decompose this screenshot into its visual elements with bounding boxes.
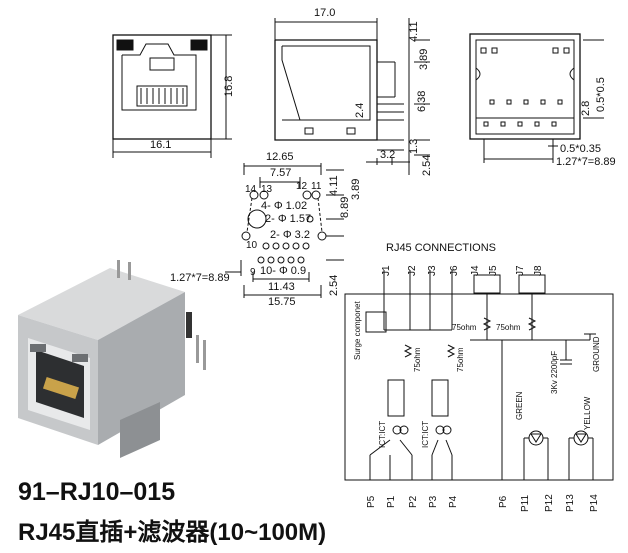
footprint-right-dim-2: 8.89 [339,197,351,218]
ground-label: GROUND [592,336,601,372]
pin-label-p3: P3 [428,495,439,508]
footprint-pin-10: 10 [246,240,258,251]
jack-labels: J1 J2 J3 J6 J4 J5 J7 J8 [381,265,544,276]
led-label-green: GREEN [515,391,524,420]
footprint-top-dim-2: 7.57 [270,167,291,179]
side-length-dim: 17.0 [314,7,335,19]
resistor-label-2: 75ohm [496,323,521,332]
jack-label-j6: J6 [449,265,460,276]
led-label-yellow: YELLOW [583,396,592,430]
jack-label-j1: J1 [381,265,392,276]
pin-label-p12: P12 [544,494,555,512]
front-height-dim: 16.8 [223,76,235,97]
transformer-label-2: ICT:ICT [421,421,430,448]
side-dim-4: 6.38 [416,91,428,112]
pin-label-p11: P11 [520,495,531,512]
footprint-top-dim-1: 12.65 [266,151,294,163]
footprint-hole-label-4: 10- Φ 0.9 [260,265,306,277]
side-dim-6: 2.54 [421,155,433,176]
right-view [469,33,604,163]
side-dim-5: 1.3 [408,139,420,154]
schematic [344,270,614,481]
side-dim-1: 4.11 [408,21,420,42]
side-dim-2: 3.89 [418,49,430,70]
model-number: 91–RJ10–015 [18,478,176,506]
side-dim-3: 2.4 [354,103,366,118]
pin-label-p14: P14 [589,494,600,512]
pin-label-p5: P5 [366,495,377,508]
front-view [112,34,232,158]
footprint-pin-12: 12 [296,181,308,192]
pin-label-p2: P2 [408,495,419,508]
footprint-view [225,163,344,298]
pin-label-p13: P13 [565,494,576,512]
schematic-title: RJ45 CONNECTIONS [386,242,496,254]
pin-label-p6: P6 [498,495,509,508]
front-width-dim: 16.1 [150,139,171,151]
connector-photo [18,260,206,458]
footprint-bottom-right-dim: 2.54 [328,275,340,296]
transformer-label-1: ICT:ICT [378,421,387,448]
side-dim-7: 3.2 [380,149,395,161]
side-view [274,18,430,175]
footprint-hole-label-1: 4- Φ 1.02 [261,200,307,212]
resistor-label-4: 75ohm [456,347,465,372]
footprint-pin-9: 9 [250,267,256,278]
capacitor-label: 3Kv 2200pF [550,351,559,394]
footprint-right-dim-3: 3.89 [350,179,362,200]
pin-label-p1: P1 [386,495,397,508]
jack-label-j2: J2 [407,265,418,276]
footprint-bottom-dim-1: 11.43 [268,281,295,293]
right-dim-1: 0.5*0.5 [595,77,607,112]
jack-label-j4: J4 [470,265,481,276]
surge-label: Surge componet [353,301,362,360]
right-dim-2: 2.8 [580,101,592,116]
footprint-bottom-dim-2: 15.75 [268,296,296,308]
footprint-pin-11: 11 [311,181,322,192]
jack-label-j3: J3 [427,265,438,276]
resistor-label-3: 75ohm [413,347,422,372]
pin-label-p4: P4 [448,495,459,508]
footprint-left-dim: 1.27*7=8.89 [170,272,230,284]
jack-label-j8: J8 [533,265,544,276]
footprint-pin-14: 14 [245,184,257,195]
footprint-hole-label-3: 2- Φ 3.2 [270,229,310,241]
footprint-pin-13: 13 [261,184,273,195]
resistor-label-1: 75ohm [452,323,477,332]
pin-labels: P5 P1 P2 P3 P4 P6 P11 P12 P13 P14 [366,494,600,512]
right-dim-3: 0.5*0.35 [560,143,601,155]
right-dim-4: 1.27*7=8.89 [556,156,616,168]
jack-label-j5: J5 [488,265,499,276]
jack-label-j7: J7 [515,265,526,276]
footprint-right-dim-1: 4.11 [328,175,340,196]
footprint-hole-label-2: 2- Φ 1.57 [265,213,311,225]
product-description: RJ45直插+滤波器(10~100M) [18,519,327,546]
